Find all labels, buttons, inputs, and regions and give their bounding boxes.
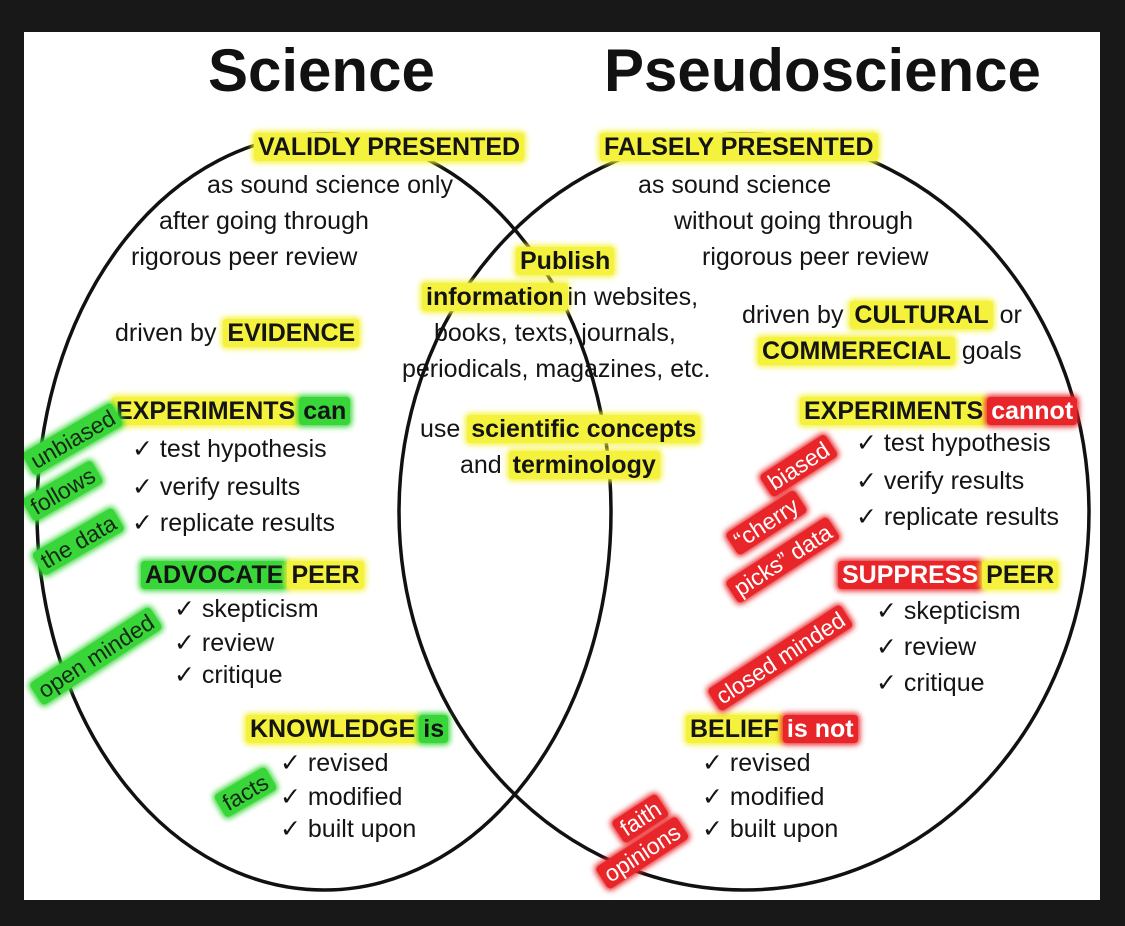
evidence-highlight: EVIDENCE: [223, 319, 360, 347]
cultural-highlight: CULTURAL: [850, 301, 993, 329]
science-peer-item-3: ✓ critique: [174, 661, 283, 689]
science-driven: driven by EVIDENCE: [115, 318, 360, 348]
pseudo-line-3: rigorous peer review: [702, 243, 929, 271]
commercial-highlight: COMMERECIAL: [758, 337, 955, 365]
pseudo-commercial: COMMERECIAL goals: [758, 336, 1022, 366]
science-title: Science: [208, 37, 435, 104]
check-icon: ✓: [856, 503, 877, 531]
pseudo-headline: FALSELY PRESENTED: [600, 132, 878, 162]
pseudo-peer-item-2: ✓ review: [876, 633, 977, 661]
science-knowledge-item-3: ✓ built upon: [280, 815, 417, 843]
diagram-board: Science Pseudoscience VALIDLY PRESENTED …: [24, 32, 1100, 900]
check-icon: ✓: [132, 509, 153, 537]
check-icon: ✓: [702, 783, 723, 811]
check-icon: ✓: [280, 815, 301, 843]
pseudo-experiment-item-1: ✓ test hypothesis: [856, 429, 1051, 457]
science-experiment-item-3: ✓ replicate results: [132, 509, 335, 537]
science-line-2: after going through: [159, 207, 369, 235]
check-icon: ✓: [876, 669, 897, 697]
science-peer-item-2: ✓ review: [174, 629, 275, 657]
check-icon: ✓: [856, 467, 877, 495]
overlap-line-periodicals: periodicals, magazines, etc.: [402, 355, 711, 383]
check-icon: ✓: [280, 749, 301, 777]
pseudo-experiment-item-3: ✓ replicate results: [856, 503, 1059, 531]
overlap-use-line: use scientific concepts: [420, 414, 701, 444]
science-knowledge-item-2: ✓ modified: [280, 783, 403, 811]
overlap-publish: Publish: [516, 246, 615, 276]
pseudo-belief-item-2: ✓ modified: [702, 783, 825, 811]
science-experiment-item-2: ✓ verify results: [132, 473, 301, 501]
check-icon: ✓: [174, 629, 195, 657]
overlap-terminology-line: and terminology: [460, 450, 660, 480]
check-icon: ✓: [702, 749, 723, 777]
science-headline: VALIDLY PRESENTED: [254, 132, 525, 162]
check-icon: ✓: [702, 815, 723, 843]
check-icon: ✓: [132, 435, 153, 463]
science-line-1: as sound science only: [207, 171, 453, 199]
pseudoscience-title: Pseudoscience: [604, 37, 1041, 104]
check-icon: ✓: [856, 429, 877, 457]
check-icon: ✓: [876, 597, 897, 625]
check-icon: ✓: [280, 783, 301, 811]
pseudo-belief-item-1: ✓ revised: [702, 749, 811, 777]
science-knowledge-item-1: ✓ revised: [280, 749, 389, 777]
check-icon: ✓: [174, 661, 195, 689]
science-line-3: rigorous peer review: [131, 243, 358, 271]
science-peer-item-1: ✓ skepticism: [174, 595, 319, 623]
check-icon: ✓: [876, 633, 897, 661]
pseudo-peer-item-1: ✓ skepticism: [876, 597, 1021, 625]
check-icon: ✓: [174, 595, 195, 623]
check-icon: ✓: [132, 473, 153, 501]
pseudo-line-2: without going through: [674, 207, 914, 235]
overlap-line-books: books, texts, journals,: [434, 319, 676, 347]
pseudo-experiment-item-2: ✓ verify results: [856, 467, 1025, 495]
pseudo-driven: driven by CULTURAL or: [742, 301, 1022, 329]
pseudo-belief-item-3: ✓ built upon: [702, 815, 839, 843]
pseudo-line-1: as sound science: [638, 171, 832, 199]
science-experiment-item-1: ✓ test hypothesis: [132, 435, 327, 463]
pseudo-peer-item-3: ✓ critique: [876, 669, 985, 697]
